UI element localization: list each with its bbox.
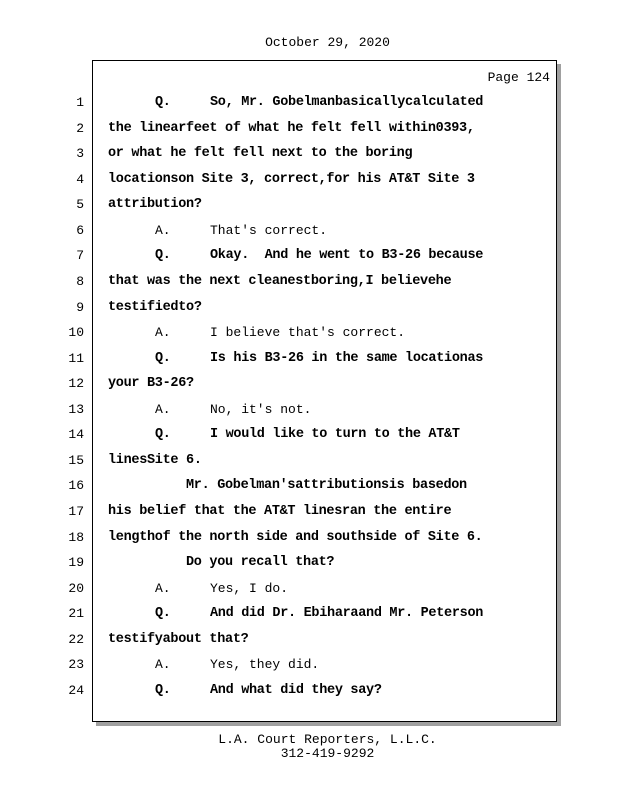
line-number: 16 [68, 478, 84, 494]
line-text: lengthof the north side and southside of… [108, 529, 483, 545]
transcript-page-frame [92, 60, 557, 722]
page-number: Page 124 [487, 70, 550, 85]
footer: L.A. Court Reporters, L.L.C. 312-419-929… [0, 733, 618, 761]
transcript-line: 2 the linearfeet of what he felt fell wit… [0, 116, 618, 142]
line-number: 5 [76, 197, 84, 213]
transcript-line: 7 Q. Okay. And he went to B3-26 because [0, 243, 618, 269]
transcript-line: 20 A. Yes, I do. [0, 576, 618, 602]
line-text: And what did they say? [210, 682, 382, 698]
speaker-label: Q. [155, 427, 171, 443]
transcript-line: 13 A. No, it's not. [0, 397, 618, 423]
line-text: your B3-26? [108, 376, 194, 392]
line-text: testifiedto? [108, 299, 202, 315]
transcript-line: 14 Q. I would like to turn to the AT&T [0, 422, 618, 448]
speaker-label: Q. [155, 95, 171, 110]
line-number: 23 [68, 657, 84, 673]
line-number: 13 [68, 401, 84, 417]
speaker-label: A. [155, 222, 171, 238]
transcript-line: 15 linesSite 6. [0, 448, 618, 474]
line-number: 15 [68, 452, 84, 468]
transcript-line: 23 A. Yes, they did. [0, 652, 618, 678]
line-text: testifyabout that? [108, 631, 249, 647]
line-text: Mr. Gobelman'sattributionsis basedon [186, 478, 467, 494]
line-text: I believe that's correct. [210, 325, 406, 341]
line-text: linesSite 6. [108, 452, 202, 468]
line-text: Is his B3-26 in the same locationas [210, 350, 484, 366]
transcript-line: 8 that was the next cleanestboring,I beli… [0, 269, 618, 295]
line-number: 22 [68, 631, 84, 647]
line-number: 19 [68, 555, 84, 571]
line-number: 10 [68, 325, 84, 341]
line-text: I would like to turn to the AT&T [210, 427, 460, 443]
transcript-line: 4 locationson Site 3, correct,for his AT&… [0, 167, 618, 193]
speaker-label: Q. [155, 248, 171, 264]
speaker-label: A. [155, 657, 171, 673]
transcript-line: 6 A. That's correct. [0, 218, 618, 244]
line-number: 7 [76, 248, 84, 264]
line-text: No, it's not. [210, 401, 312, 417]
speaker-label: A. [155, 401, 171, 417]
line-number: 24 [68, 682, 84, 698]
line-number: 2 [76, 120, 84, 136]
line-text: locationson Site 3, correct,for his AT&T… [108, 171, 475, 187]
speaker-label: Q. [155, 682, 171, 698]
speaker-label: Q. [155, 350, 171, 366]
line-number: 4 [76, 171, 84, 187]
transcript-line: 3 or what he felt fell next to the boring [0, 141, 618, 167]
transcript-line: 18 lengthof the north side and southside … [0, 525, 618, 551]
line-text: attribution? [108, 197, 202, 213]
line-text: That's correct. [210, 222, 328, 238]
transcript-line: 22 testifyabout that? [0, 627, 618, 653]
transcript-line: 19 Do you recall that? [0, 550, 618, 576]
line-text: Do you recall that? [186, 555, 335, 571]
transcript-line: 10 A. I believe that's correct. [0, 320, 618, 346]
line-number: 8 [76, 273, 84, 289]
line-number: 11 [68, 350, 84, 366]
line-number: 12 [68, 376, 84, 392]
line-number: 1 [76, 95, 84, 110]
line-text: Yes, they did. [210, 657, 320, 673]
line-text: Yes, I do. [210, 580, 289, 596]
line-number: 9 [76, 299, 84, 315]
transcript-line: 16 Mr. Gobelman'sattributionsis basedon [0, 473, 618, 499]
transcript-line: 1 Q. So, Mr. Gobelmanbasicallycalculated [0, 90, 618, 116]
line-number: 18 [68, 529, 84, 545]
court-reporter-phone: 312-419-9292 [280, 746, 375, 761]
line-text: Okay. And he went to B3-26 because [210, 248, 484, 264]
line-text: or what he felt fell next to the boring [108, 146, 413, 162]
line-number: 6 [76, 222, 84, 238]
line-text: that was the next cleanestboring,I belie… [108, 273, 452, 289]
line-number: 14 [68, 427, 84, 443]
line-text: the linearfeet of what he felt fell with… [108, 120, 475, 136]
transcript-line: 5 attribution? [0, 192, 618, 218]
line-number: 17 [68, 504, 84, 519]
speaker-label: Q. [155, 606, 171, 622]
transcript-line: 9 testifiedto? [0, 295, 618, 321]
line-number: 21 [68, 606, 84, 622]
transcript-line: 11 Q. Is his B3-26 in the same locationas [0, 346, 618, 372]
line-number: 3 [76, 146, 84, 162]
line-text: So, Mr. Gobelmanbasicallycalculated [210, 95, 484, 110]
line-text: his belief that the AT&T linesran the en… [108, 504, 452, 519]
court-reporter-company: L.A. Court Reporters, L.L.C. [218, 732, 437, 747]
transcript-line: 21 Q. And did Dr. Ebiharaand Mr. Peterson [0, 601, 618, 627]
line-text: And did Dr. Ebiharaand Mr. Peterson [210, 606, 484, 622]
deposition-date: October 29, 2020 [265, 35, 390, 50]
transcript-line: 24 Q. And what did they say? [0, 678, 618, 704]
speaker-label: A. [155, 325, 171, 341]
transcript-line: 12 your B3-26? [0, 371, 618, 397]
line-number: 20 [68, 580, 84, 596]
transcript-line: 17 his belief that the AT&T linesran the … [0, 499, 618, 525]
speaker-label: A. [155, 580, 171, 596]
